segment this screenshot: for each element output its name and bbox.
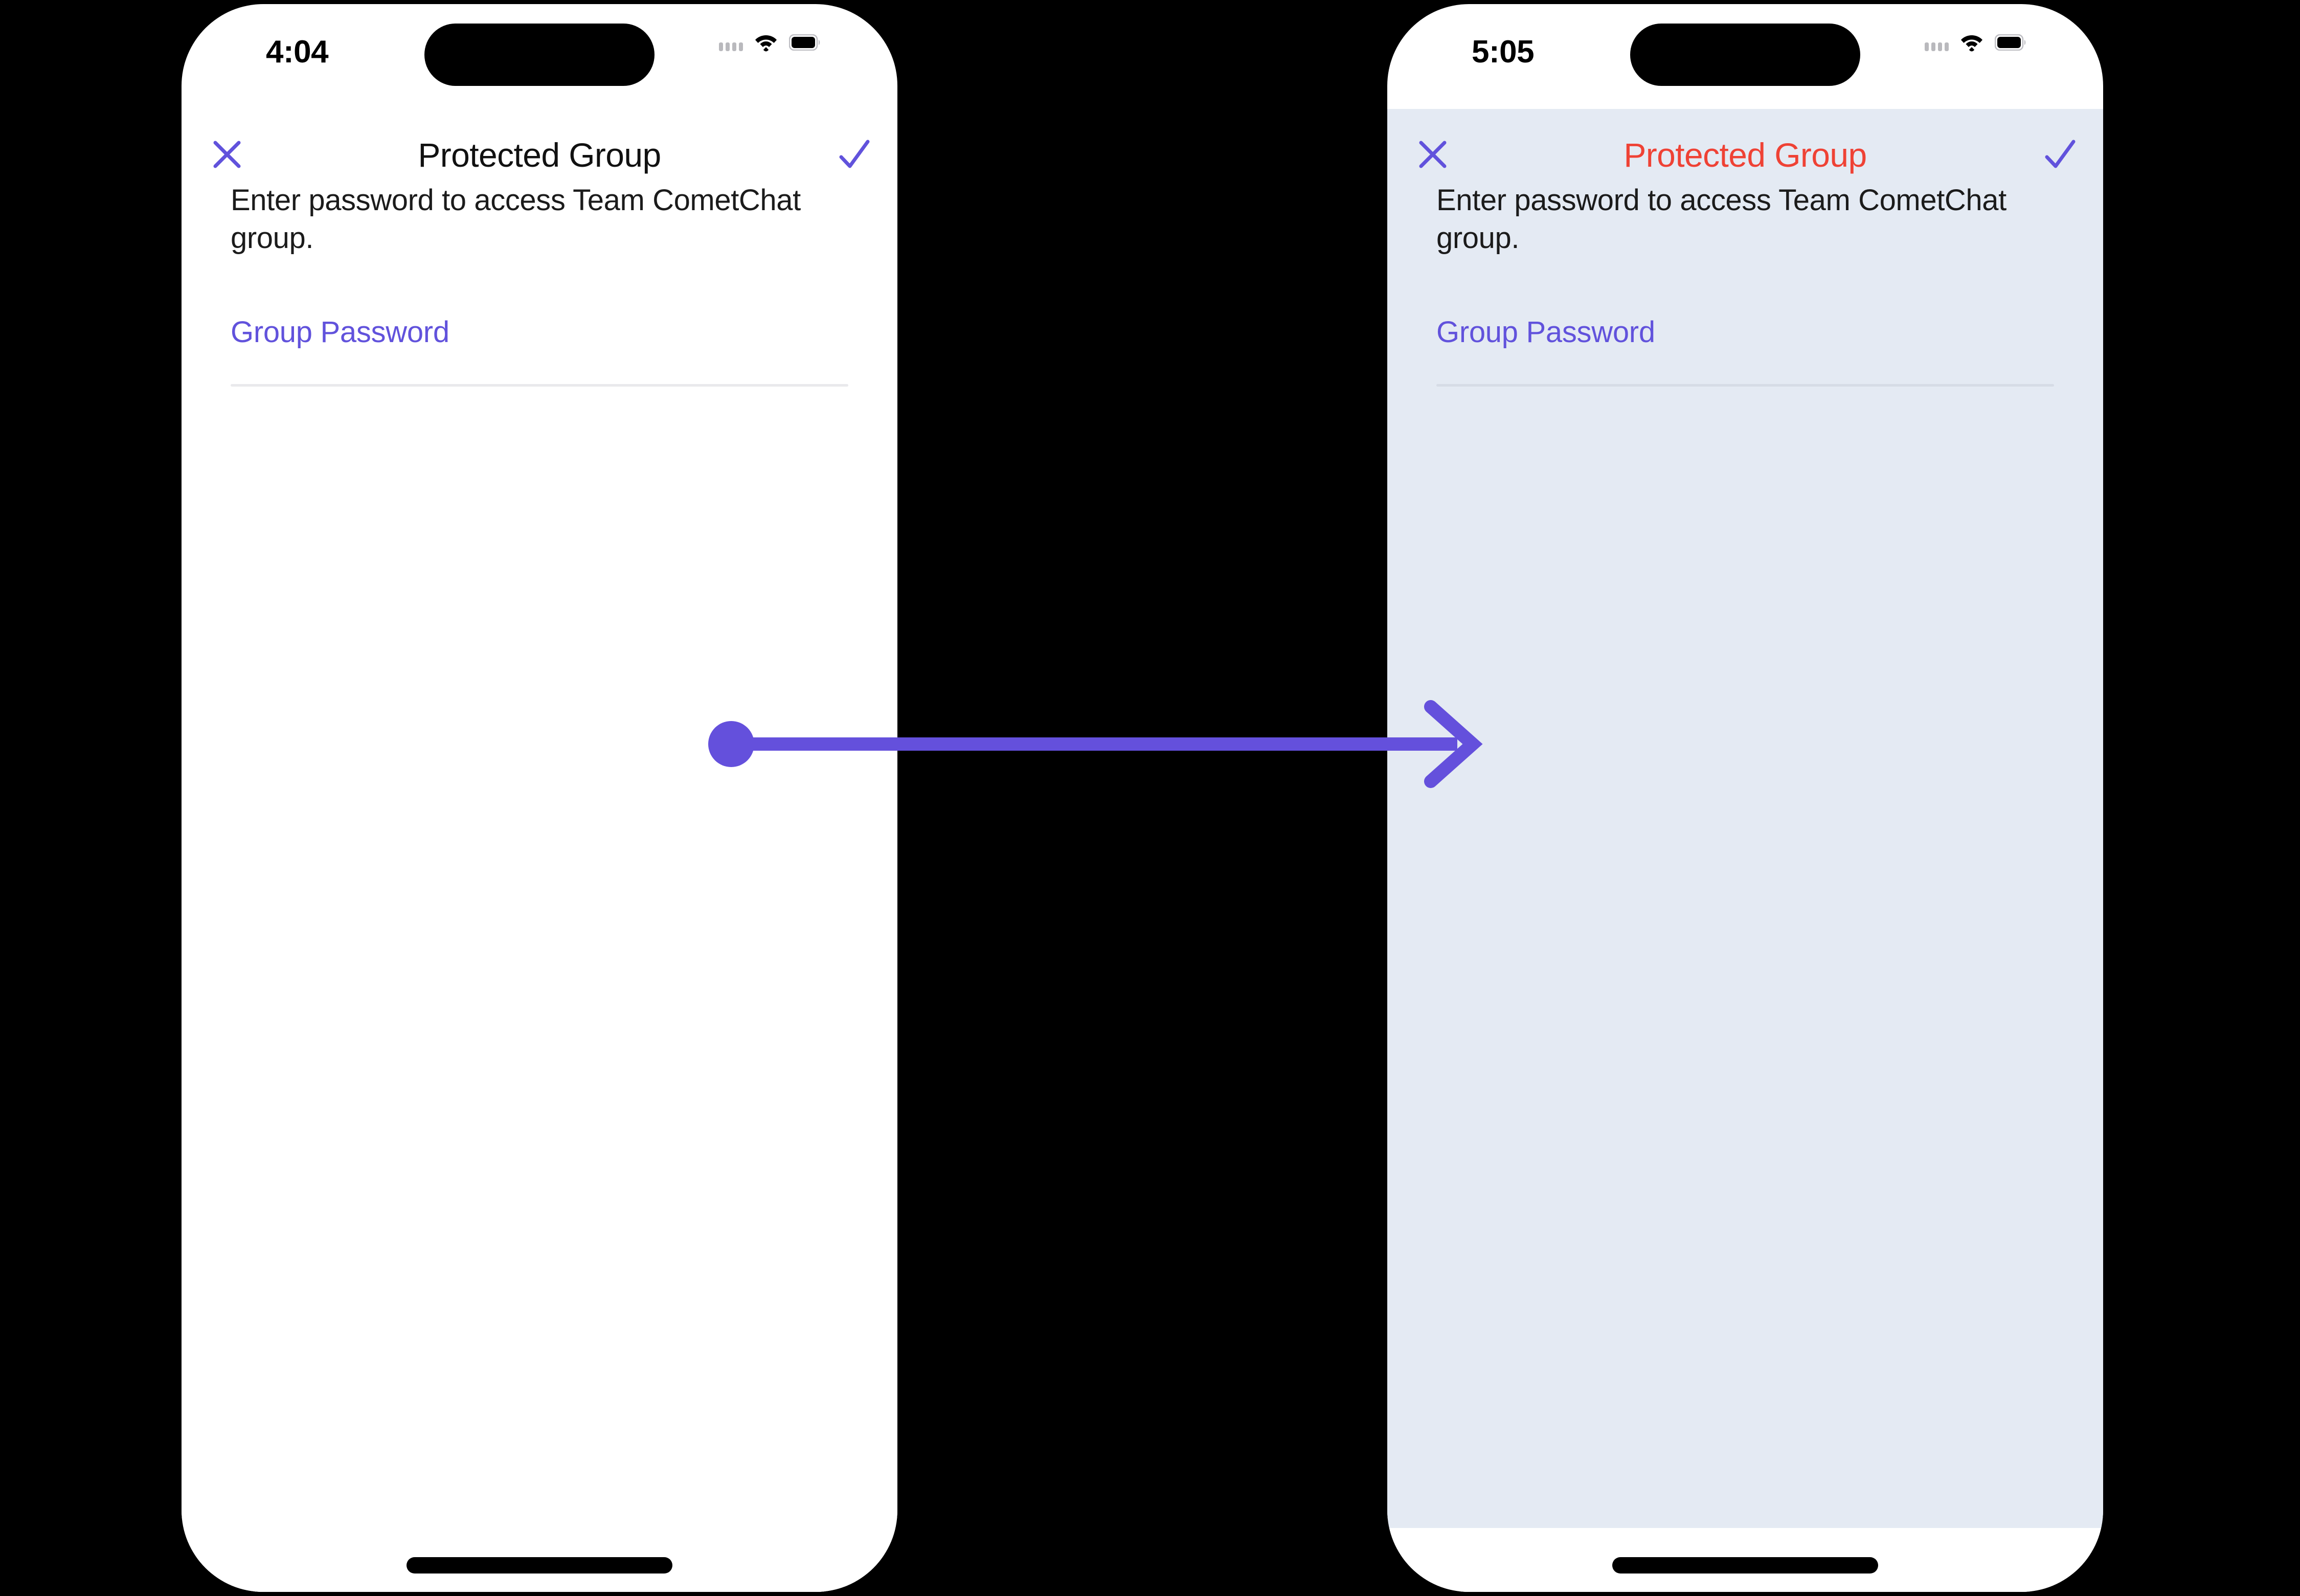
screen-content-after: Protected Group Enter password to access… (1387, 109, 2103, 1528)
home-indicator-area-after (1387, 1528, 2103, 1592)
group-password-placeholder: Group Password (1436, 316, 1655, 349)
close-x-icon[interactable] (1413, 134, 1453, 174)
group-password-field-after[interactable]: Group Password (1436, 318, 2054, 387)
close-x-icon[interactable] (207, 134, 247, 174)
group-password-field-before[interactable]: Group Password (231, 318, 848, 387)
group-password-placeholder: Group Password (231, 316, 449, 349)
page-title: Protected Group (418, 136, 661, 174)
wifi-icon (1961, 35, 1982, 52)
screen-content-before: Protected Group Enter password to access… (182, 109, 897, 1592)
field-underline (231, 384, 848, 387)
wifi-icon (755, 35, 777, 52)
status-indicators (1925, 33, 2026, 52)
phone-frame-before: 4:04 Protected Group (182, 4, 897, 1592)
home-indicator-bar[interactable] (1612, 1557, 1878, 1573)
status-bar-after: 5:05 (1387, 4, 2103, 109)
status-bar-before: 4:04 (182, 4, 897, 109)
instruction-text: Enter password to access Team CometChat … (1436, 184, 2006, 255)
nav-bar-after: Protected Group (1387, 109, 2103, 175)
status-time: 4:04 (266, 34, 329, 70)
instruction-text: Enter password to access Team CometChat … (231, 184, 801, 255)
battery-icon (1995, 34, 2026, 51)
field-underline (1436, 384, 2054, 387)
status-indicators (719, 33, 821, 52)
dynamic-island (424, 24, 655, 86)
checkmark-icon[interactable] (834, 134, 874, 174)
home-indicator-bar[interactable] (407, 1557, 672, 1573)
battery-icon (789, 34, 820, 51)
cellular-dots-icon (719, 34, 743, 51)
phone-frame-after: 5:05 Protected Group (1387, 4, 2103, 1592)
nav-bar-before: Protected Group (182, 109, 897, 175)
home-indicator-area-before (182, 1528, 897, 1592)
status-time: 5:05 (1472, 34, 1535, 70)
cellular-dots-icon (1925, 34, 1949, 51)
page-title: Protected Group (1623, 136, 1867, 174)
checkmark-icon[interactable] (2040, 134, 2080, 174)
dynamic-island (1630, 24, 1860, 86)
